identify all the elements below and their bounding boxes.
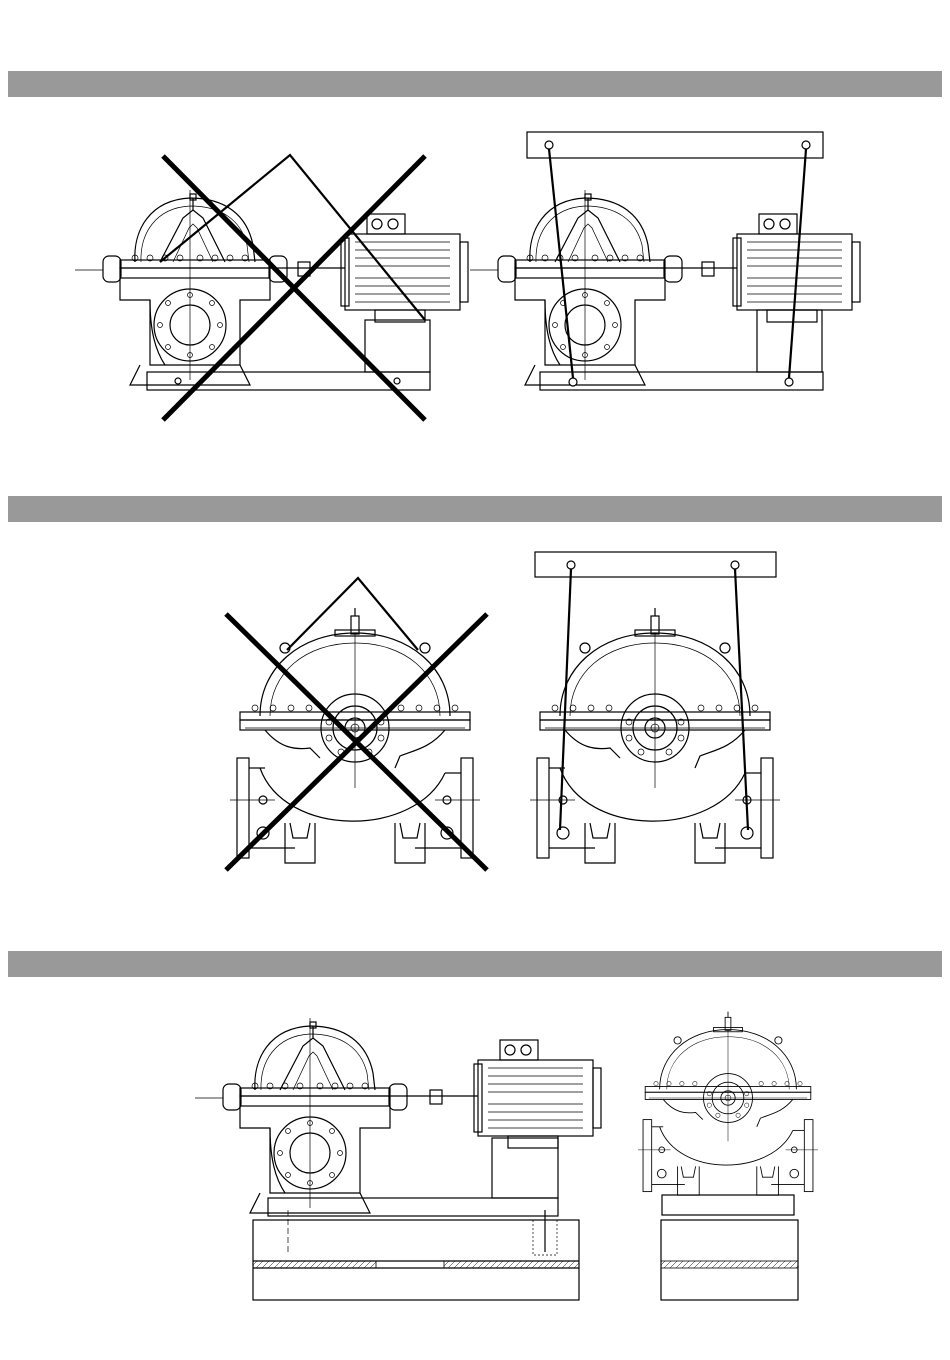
lifting-eye-icon [785,378,793,386]
lifting-eye-icon [802,141,810,149]
pump-unit-on-foundation-side [195,1018,601,1300]
foundation-block [253,1220,579,1300]
pump-unit-correct-lifting [470,132,860,390]
lifting-beam [527,132,823,158]
pump-wrong-lifting [230,578,480,863]
pump-on-foundation-front [638,1012,818,1300]
pump-correct-lifting [530,552,780,863]
cross-out-icon [226,614,487,870]
lifting-eye-icon [545,141,553,149]
lifting-eye-icon [569,378,577,386]
cross-out-icon [163,156,425,420]
pump-unit-wrong-lifting [75,155,468,390]
lifting-eye-icon [731,561,739,569]
foundation-block [661,1220,798,1300]
lifting-eye-icon [567,561,575,569]
